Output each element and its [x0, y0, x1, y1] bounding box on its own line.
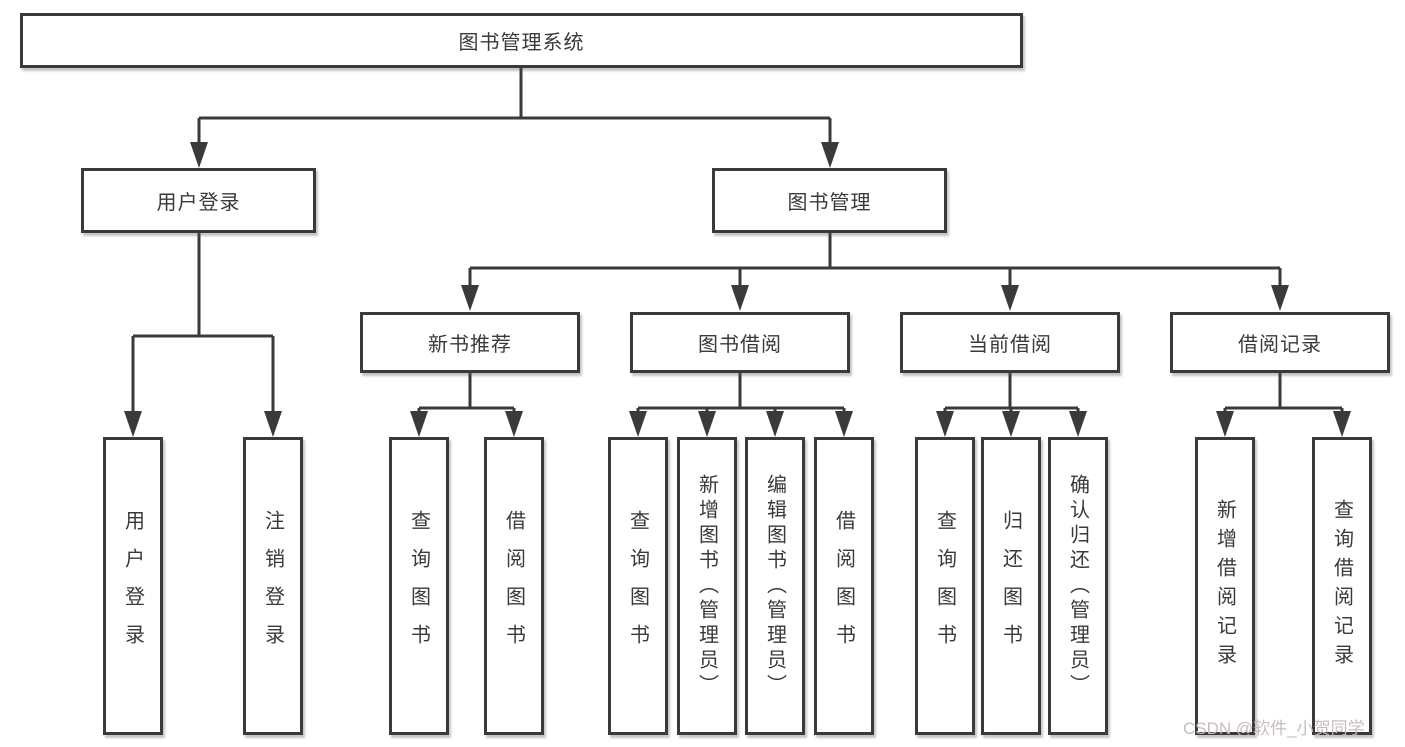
- leaf-confirm-return-admin: 确认归还（管理员）: [1048, 437, 1108, 735]
- node-root-system: 图书管理系统: [20, 13, 1023, 68]
- group-label: 当前借阅: [968, 334, 1052, 356]
- arrowheads: [124, 142, 1351, 437]
- leaf-edit-book-admin: 编辑图书（管理员）: [745, 437, 805, 735]
- node-book-borrowing: 图书借阅: [630, 312, 850, 373]
- leaf-add-book-admin: 新增图书（管理员）: [677, 437, 737, 735]
- group-label: 图书借阅: [698, 334, 782, 356]
- leaf-user-login: 用户登录: [103, 437, 163, 735]
- node-current-borrowing: 当前借阅: [900, 312, 1120, 373]
- leaf-return-book: 归还图书: [981, 437, 1041, 735]
- leaf-borrow-book-2: 借阅图书: [814, 437, 874, 735]
- node-user-login: 用户登录: [81, 168, 316, 233]
- leaf-label: 新增图书（管理员）: [695, 473, 718, 699]
- leaf-label: 借阅图书: [502, 510, 525, 662]
- leaf-label: 编辑图书（管理员）: [763, 473, 786, 699]
- leaf-label: 查询图书: [626, 510, 649, 662]
- csdn-watermark: CSDN @软件_小贺同学: [1183, 719, 1365, 738]
- leaf-logout: 注销登录: [243, 437, 303, 735]
- leaf-label: 借阅图书: [832, 510, 855, 662]
- leaf-add-borrow-record: 新增借阅记录: [1195, 437, 1255, 735]
- node-new-book-recommendation: 新书推荐: [360, 312, 580, 373]
- node-root-label: 图书管理系统: [458, 32, 585, 54]
- node-book-management-label: 图书管理: [787, 192, 872, 214]
- leaf-borrow-book-1: 借阅图书: [484, 437, 544, 735]
- leaf-label: 确认归还（管理员）: [1066, 473, 1089, 699]
- node-borrowing-records: 借阅记录: [1170, 312, 1390, 373]
- leaf-label: 新增借阅记录: [1213, 499, 1236, 673]
- leaf-query-book-1: 查询图书: [389, 437, 449, 735]
- node-book-management: 图书管理: [712, 168, 947, 233]
- leaf-query-book-3: 查询图书: [915, 437, 975, 735]
- leaf-label: 查询图书: [407, 510, 430, 662]
- leaf-query-book-2: 查询图书: [608, 437, 668, 735]
- leaf-label: 查询图书: [933, 510, 956, 662]
- group-label: 新书推荐: [428, 334, 512, 356]
- leaf-label: 用户登录: [121, 510, 144, 662]
- leaf-label: 注销登录: [261, 510, 284, 662]
- leaf-label: 归还图书: [999, 510, 1022, 662]
- group-label: 借阅记录: [1238, 334, 1322, 356]
- leaf-query-borrow-record: 查询借阅记录: [1312, 437, 1372, 735]
- leaf-label: 查询借阅记录: [1330, 499, 1353, 673]
- node-user-login-label: 用户登录: [156, 192, 241, 214]
